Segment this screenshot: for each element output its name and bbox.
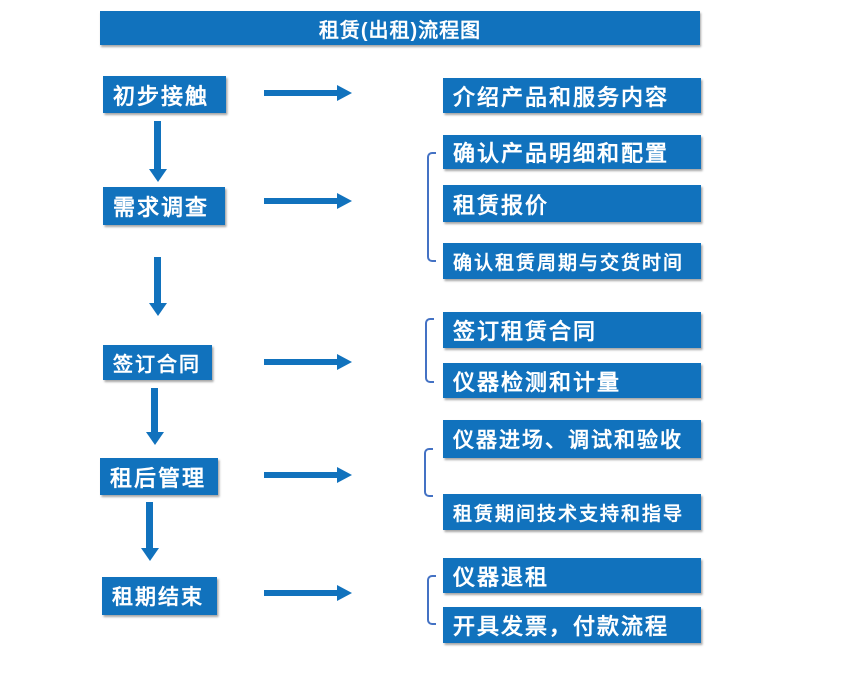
step-box-5: 租期结束 <box>102 577 217 615</box>
arrow-down-icon <box>149 257 167 316</box>
arrow-head <box>337 467 352 483</box>
detail-box-6: 仪器检测和计量 <box>443 363 701 398</box>
page-title: 租赁(出租)流程图 <box>100 11 700 45</box>
detail-box-5: 签订租赁合同 <box>443 312 701 348</box>
step-box-4: 租后管理 <box>100 458 218 495</box>
arrow-shaft <box>154 257 161 304</box>
detail-box-4: 确认租赁周期与交货时间 <box>443 243 701 279</box>
arrow-head <box>141 548 159 561</box>
step-box-3: 签订合同 <box>103 345 212 380</box>
arrow-down-icon <box>149 121 167 182</box>
arrow-right-icon <box>264 193 352 209</box>
group-bracket-icon <box>424 448 433 497</box>
arrow-right-icon <box>264 585 352 601</box>
arrow-head <box>149 169 167 182</box>
arrow-right-icon <box>264 354 352 370</box>
arrow-shaft <box>264 590 338 596</box>
arrow-head <box>149 303 167 316</box>
detail-box-2: 确认产品明细和配置 <box>443 135 701 169</box>
detail-box-7: 仪器进场、调试和验收 <box>443 420 701 458</box>
arrow-down-icon <box>141 502 159 561</box>
arrow-shaft <box>264 359 338 365</box>
arrow-shaft <box>264 90 338 96</box>
group-bracket-icon <box>425 318 434 383</box>
arrow-shaft <box>264 198 338 204</box>
detail-box-1: 介绍产品和服务内容 <box>443 78 701 113</box>
arrow-down-icon <box>146 388 164 445</box>
detail-box-9: 仪器退租 <box>443 558 701 593</box>
arrow-shaft <box>154 121 161 170</box>
arrow-right-icon <box>264 467 352 483</box>
arrow-right-icon <box>264 85 352 101</box>
arrow-shaft <box>151 388 158 433</box>
arrow-head <box>337 193 352 209</box>
arrow-head <box>337 85 352 101</box>
arrow-head <box>337 585 352 601</box>
detail-box-8: 租赁期间技术支持和指导 <box>443 494 701 530</box>
arrow-head <box>146 432 164 445</box>
group-bracket-icon <box>427 152 436 262</box>
detail-box-3: 租赁报价 <box>443 185 701 222</box>
arrow-shaft <box>146 502 153 549</box>
step-box-1: 初步接触 <box>103 76 226 113</box>
group-bracket-icon <box>427 575 436 625</box>
step-box-2: 需求调查 <box>103 187 225 225</box>
arrow-shaft <box>264 472 338 478</box>
detail-box-10: 开具发票，付款流程 <box>443 607 701 643</box>
arrow-head <box>337 354 352 370</box>
